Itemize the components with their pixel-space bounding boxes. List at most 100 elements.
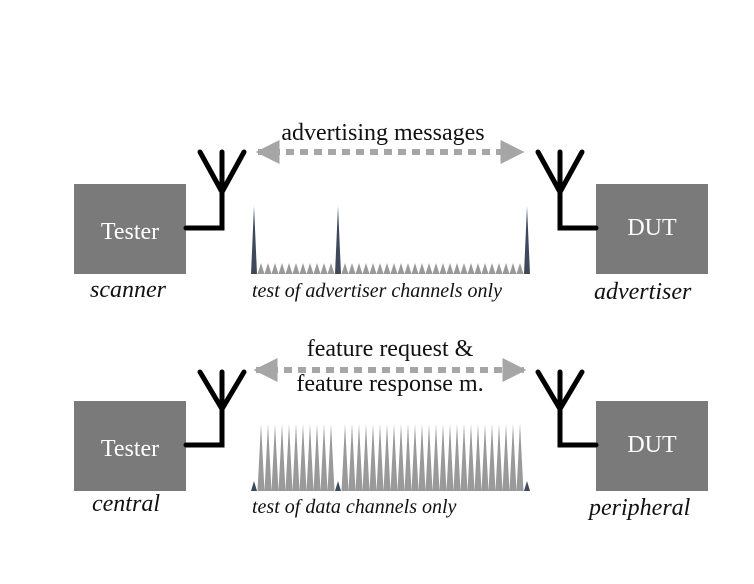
data-channel-spike [432, 263, 440, 274]
data-channel-spike [502, 424, 510, 491]
data-channel-spike [292, 263, 300, 274]
top-dut-antenna-icon [535, 149, 599, 231]
data-channel-spike [516, 263, 524, 274]
data-channel-spike [320, 424, 328, 491]
data-channel-spike [474, 424, 482, 491]
data-channel-spike [460, 424, 468, 491]
top-tester-label: Tester [101, 219, 159, 245]
top-dut-role: advertiser [594, 279, 692, 305]
data-channel-spike [320, 263, 328, 274]
top-caption: test of advertiser channels only [252, 280, 502, 302]
data-channel-spike [432, 424, 440, 491]
data-channel-spike [397, 424, 405, 491]
data-channel-spike [509, 263, 517, 274]
top-scenario: advertising messages Tester scanner DUT … [74, 120, 708, 305]
data-channel-spike [411, 424, 419, 491]
bottom-tester-box: Tester [74, 401, 186, 491]
data-channel-spike [348, 424, 356, 491]
data-channel-spike [257, 424, 265, 491]
data-channel-spike [390, 263, 398, 274]
top-tester-antenna-icon [183, 149, 247, 231]
data-channel-spike [495, 424, 503, 491]
advertiser-channel-spike [335, 481, 341, 491]
data-channel-spike [446, 263, 454, 274]
top-channel-spectrum [251, 206, 530, 274]
top-tester-role: scanner [90, 277, 167, 303]
data-channel-spike [285, 424, 293, 491]
bottom-dut-box: DUT [596, 401, 708, 491]
data-channel-spike [376, 424, 384, 491]
data-channel-spike [404, 424, 412, 491]
advertiser-channel-spike [524, 481, 530, 491]
top-dut-box: DUT [596, 184, 708, 274]
data-channel-spike [292, 424, 300, 491]
data-channel-spike [264, 424, 272, 491]
data-channel-spike [299, 424, 307, 491]
bottom-tester-label: Tester [101, 436, 159, 462]
data-channel-spike [404, 263, 412, 274]
top-message-label: advertising messages [281, 120, 484, 146]
advertiser-channel-spike [524, 206, 530, 274]
data-channel-spike [271, 424, 279, 491]
data-channel-spike [313, 424, 321, 491]
data-channel-spike [467, 263, 475, 274]
advertiser-channel-spike [251, 206, 257, 274]
bottom-tester-antenna-icon [183, 369, 247, 448]
data-channel-spike [488, 424, 496, 491]
data-channel-spike [439, 263, 447, 274]
data-channel-spike [439, 424, 447, 491]
bottom-message-line2: feature response m. [296, 371, 483, 397]
bottom-message-line1: feature request & [307, 336, 474, 362]
bottom-dut-role: peripheral [587, 495, 691, 521]
data-channel-spike [502, 263, 510, 274]
advertiser-channel-spike [251, 481, 257, 491]
data-channel-spike [285, 263, 293, 274]
top-dut-label: DUT [627, 215, 677, 241]
data-channel-spike [299, 263, 307, 274]
data-channel-spike [481, 263, 489, 274]
data-channel-spike [495, 263, 503, 274]
data-channel-spike [516, 424, 524, 491]
data-channel-spike [327, 263, 335, 274]
data-channel-spike [313, 263, 321, 274]
data-channel-spike [425, 263, 433, 274]
data-channel-spike [348, 263, 356, 274]
data-channel-spike [355, 424, 363, 491]
data-channel-spike [278, 424, 286, 491]
data-channel-spike [362, 424, 370, 491]
bottom-dut-label: DUT [627, 432, 677, 458]
top-tester-box: Tester [74, 184, 186, 274]
data-channel-spike [474, 263, 482, 274]
data-channel-spike [306, 424, 314, 491]
data-channel-spike [341, 263, 349, 274]
bottom-caption: test of data channels only [252, 496, 457, 518]
data-channel-spike [460, 263, 468, 274]
data-channel-spike [411, 263, 419, 274]
data-channel-spike [271, 263, 279, 274]
bottom-scenario: feature request & feature response m. Te… [74, 336, 708, 521]
data-channel-spike [327, 424, 335, 491]
bottom-tester-role: central [92, 491, 160, 517]
data-channel-spike [425, 424, 433, 491]
data-channel-spike [418, 424, 426, 491]
data-channel-spike [418, 263, 426, 274]
data-channel-spike [488, 263, 496, 274]
data-channel-spike [369, 424, 377, 491]
data-channel-spike [376, 263, 384, 274]
data-channel-spike [446, 424, 454, 491]
bottom-dut-antenna-icon [535, 369, 599, 448]
bottom-channel-spectrum [251, 424, 530, 491]
data-channel-spike [355, 263, 363, 274]
data-channel-spike [383, 263, 391, 274]
data-channel-spike [453, 424, 461, 491]
data-channel-spike [257, 263, 265, 274]
data-channel-spike [341, 424, 349, 491]
data-channel-spike [397, 263, 405, 274]
data-channel-spike [453, 263, 461, 274]
data-channel-spike [306, 263, 314, 274]
data-channel-spike [481, 424, 489, 491]
data-channel-spike [362, 263, 370, 274]
data-channel-spike [383, 424, 391, 491]
data-channel-spike [467, 424, 475, 491]
